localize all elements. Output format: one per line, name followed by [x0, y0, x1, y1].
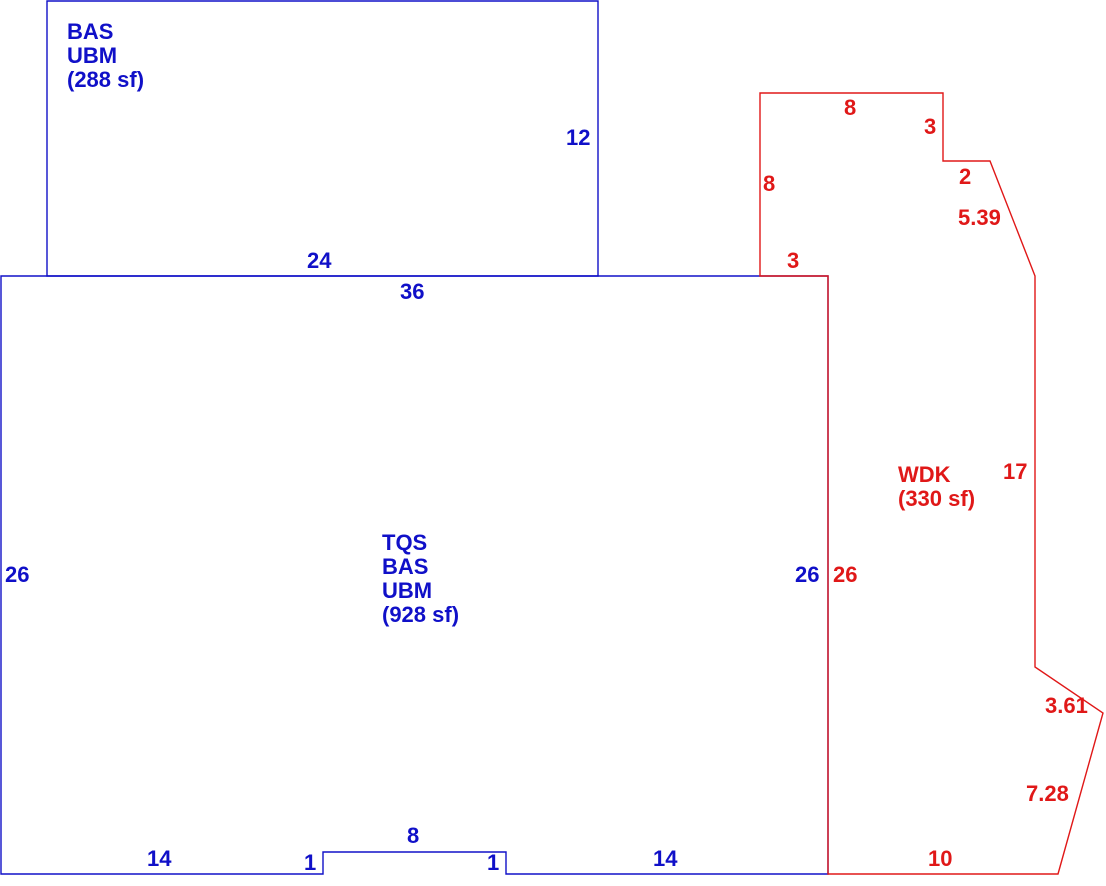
- dim-deck-step-down: 3: [924, 114, 936, 139]
- upper-area-line-2: UBM: [67, 43, 117, 68]
- dim-main-bottom-right: 14: [653, 846, 678, 871]
- deck-area-line-2: (330 sf): [898, 486, 975, 511]
- dim-deck-bottom: 10: [928, 846, 952, 871]
- dim-deck-diagonal-lower-a: 3.61: [1045, 693, 1088, 718]
- dim-main-bottom-left: 14: [147, 846, 172, 871]
- dim-upper-bottom: 24: [307, 248, 332, 273]
- dim-deck-left-upper: 8: [763, 171, 775, 196]
- dim-deck-diagonal-lower-b: 7.28: [1026, 781, 1069, 806]
- dim-notch-left: 1: [304, 850, 316, 875]
- dim-deck-diagonal-upper: 5.39: [958, 205, 1001, 230]
- upper-area-line-1: BAS: [67, 19, 113, 44]
- dim-deck-top: 8: [844, 95, 856, 120]
- dim-deck-right: 17: [1003, 459, 1027, 484]
- deck-area-label: WDK (330 sf): [898, 462, 975, 511]
- upper-section-outline: [46, 0, 599, 277]
- upper-area-label: BAS UBM (288 sf): [67, 19, 144, 92]
- dim-notch-top: 8: [407, 823, 419, 848]
- dim-upper-right: 12: [566, 125, 590, 150]
- main-area-line-1: TQS: [382, 530, 427, 555]
- dim-deck-step-right: 2: [959, 164, 971, 189]
- dim-main-left: 26: [5, 562, 29, 587]
- main-area-line-3: UBM: [382, 578, 432, 603]
- dim-main-top: 36: [400, 279, 424, 304]
- deck-area-line-1: WDK: [898, 462, 951, 487]
- dim-notch-right: 1: [487, 850, 499, 875]
- upper-area-line-3: (288 sf): [67, 67, 144, 92]
- deck-outline: [759, 92, 1104, 875]
- main-area-line-2: BAS: [382, 554, 428, 579]
- dim-deck-left: 26: [833, 562, 857, 587]
- dim-deck-left-step: 3: [787, 248, 799, 273]
- main-area-line-4: (928 sf): [382, 602, 459, 627]
- dim-main-right: 26: [795, 562, 819, 587]
- main-area-label: TQS BAS UBM (928 sf): [382, 530, 459, 627]
